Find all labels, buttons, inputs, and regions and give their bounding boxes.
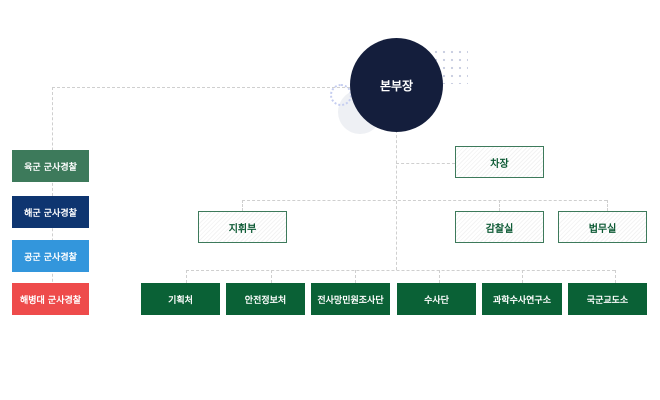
connector [439,270,440,283]
branch-marines[interactable]: 해병대 군사경찰 [12,283,89,315]
node-label: 기획처 [168,295,193,306]
connector [355,270,356,283]
level2-node[interactable]: 지휘부 [198,211,287,243]
connector [522,270,523,283]
department-node[interactable]: 과학수사연구소 [482,283,562,315]
branch-army[interactable]: 육군 군사경찰 [12,150,89,182]
decorative-ring [330,84,352,106]
node-label: 국군교도소 [586,295,629,306]
node-label: 지휘부 [228,223,257,235]
level2-node[interactable]: 법무실 [558,211,647,243]
deputy-label: 차장 [490,158,509,170]
node-label: 육군 군사경찰 [24,162,77,173]
branch-airforce[interactable]: 공군 군사경찰 [12,240,89,272]
connector [499,200,500,211]
department-node[interactable]: 전사망민원조사단 [311,283,390,315]
node-label: 전사망민원조사단 [317,295,384,306]
head-node[interactable]: 본부장 [350,38,443,132]
node-label: 감찰실 [485,223,514,235]
node-label: 공군 군사경찰 [24,252,77,263]
connector [607,200,608,211]
deputy-node[interactable]: 차장 [455,146,544,178]
connector [271,270,272,283]
level2-node[interactable]: 감찰실 [455,211,544,243]
node-label: 수사단 [424,295,449,306]
department-node[interactable]: 수사단 [397,283,476,315]
department-node[interactable]: 안전정보처 [226,283,305,315]
node-label: 해군 군사경찰 [24,208,77,219]
connector [242,200,607,201]
node-label: 과학수사연구소 [493,295,551,306]
connector [615,270,616,283]
branch-navy[interactable]: 해군 군사경찰 [12,196,89,228]
connector [52,87,350,88]
connector [242,200,243,211]
department-node[interactable]: 기획처 [141,283,220,315]
node-label: 해병대 군사경찰 [19,295,82,306]
node-label: 안전정보처 [244,295,287,306]
department-node[interactable]: 국군교도소 [568,283,647,315]
node-label: 법무실 [588,223,617,235]
connector [396,163,455,164]
connector [186,270,187,283]
head-label: 본부장 [379,78,414,93]
connector [186,270,615,271]
